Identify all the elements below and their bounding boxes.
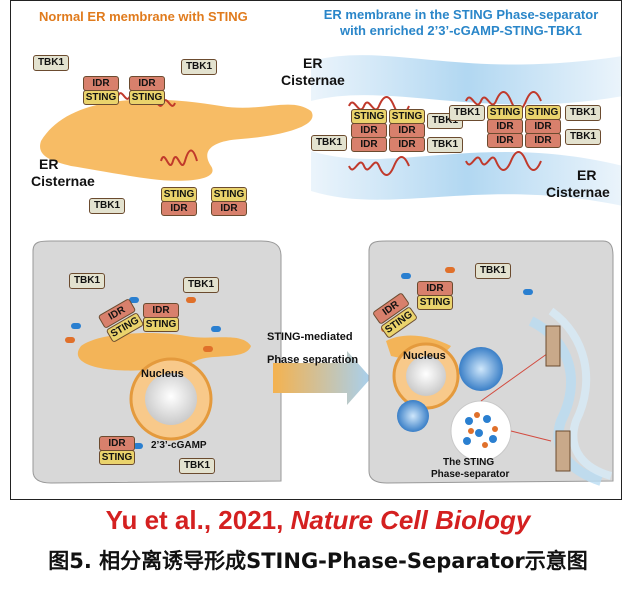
citation-prefix: Yu et al., 2021,: [105, 505, 291, 535]
sting-box: STING: [351, 109, 387, 124]
er-swirl-shape: [311, 55, 621, 105]
tbk1-box: TBK1: [69, 273, 105, 289]
idr-box: IDR: [417, 281, 453, 296]
tbk1-box: TBK1: [311, 135, 347, 151]
tbk1-box: TBK1: [181, 59, 217, 75]
nucleus-label: Nucleus: [403, 350, 446, 362]
idr-box: IDR: [487, 119, 523, 134]
sting-box: STING: [417, 295, 453, 310]
tbk1-box: TBK1: [565, 105, 601, 121]
arrow-shape: [273, 351, 371, 405]
cisternae-label: Cisternae: [281, 72, 345, 88]
er-membrane-shape: [77, 333, 251, 371]
tbk1-box: TBK1: [183, 277, 219, 293]
panel-title-normal-er: Normal ER membrane with STING: [39, 9, 248, 24]
separator-label-line1: The STING: [443, 457, 495, 468]
separator-label-line2: Phase-separator: [431, 469, 510, 480]
er-label: ER: [39, 156, 59, 172]
idr-box: IDR: [129, 76, 165, 91]
tbk1-box: TBK1: [475, 263, 511, 279]
sting-box: STING: [143, 317, 179, 332]
idr-box: IDR: [99, 436, 135, 451]
idr-box: IDR: [83, 76, 119, 91]
citation-caption: Yu et al., 2021, Nature Cell Biology: [0, 505, 636, 536]
idr-box: IDR: [351, 137, 387, 152]
idr-box: IDR: [487, 133, 523, 148]
tbk1-box: TBK1: [565, 129, 601, 145]
idr-box: IDR: [389, 137, 425, 152]
idr-box: IDR: [161, 201, 197, 216]
tbk1-box: TBK1: [449, 105, 485, 121]
sting-box: STING: [487, 105, 523, 120]
phase-separator-droplet: [397, 400, 429, 432]
tbk1-box: TBK1: [89, 198, 125, 214]
journal-name: Nature Cell Biology: [290, 505, 531, 535]
arrow-label-line2: Phase separation: [267, 354, 359, 366]
cisternae-label: Cisternae: [31, 173, 95, 189]
er-label: ER: [303, 55, 323, 71]
idr-box: IDR: [525, 119, 561, 134]
tbk1-box: TBK1: [179, 458, 215, 474]
tbk1-box: TBK1: [427, 137, 463, 153]
tbk1-box: TBK1: [33, 55, 69, 71]
idr-box: IDR: [525, 133, 561, 148]
idr-box: IDR: [143, 303, 179, 318]
figure-panel: Normal ER membrane with STING ER membran…: [10, 0, 622, 500]
er-membrane-shape: [40, 99, 313, 181]
sting-box: STING: [161, 187, 197, 202]
sting-box: STING: [83, 90, 119, 105]
idr-box: IDR: [351, 123, 387, 138]
sting-box: STING: [211, 187, 247, 202]
figure-caption: 图5. 相分离诱导形成STING-Phase-Separator示意图: [48, 549, 588, 573]
arrow-label-line1: STING-mediated: [267, 331, 353, 343]
sting-box: STING: [99, 450, 135, 465]
cgamp-label: 2’3’-cGAMP: [151, 440, 207, 451]
sting-box: STING: [129, 90, 165, 105]
idr-box: IDR: [211, 201, 247, 216]
er-swirl-shape: [311, 151, 621, 206]
er-label: ER: [577, 167, 597, 183]
idr-box: IDR: [389, 123, 425, 138]
nucleus-label: Nucleus: [141, 368, 184, 380]
cisternae-label: Cisternae: [546, 184, 610, 200]
sting-box: STING: [525, 105, 561, 120]
sting-box: STING: [389, 109, 425, 124]
panel-title-phase-separator: ER membrane in the STING Phase-separator…: [323, 7, 599, 38]
phase-separator-droplet: [459, 347, 503, 391]
